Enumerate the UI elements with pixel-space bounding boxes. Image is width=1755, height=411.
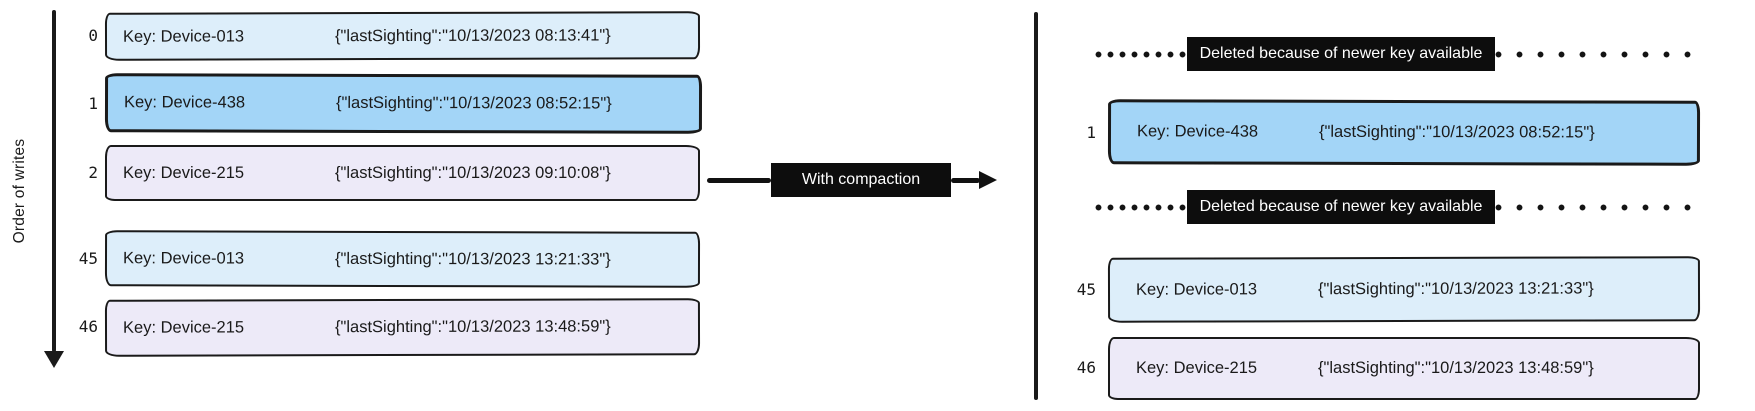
record-value: {"lastSighting":"10/13/2023 09:10:08"} [335,163,611,182]
record-key: Key: Device-013 [122,248,245,268]
record-value: {"lastSighting":"10/13/2023 13:48:59"} [1318,359,1594,377]
record-offset: 45 [78,249,98,268]
record-value: {"lastSighting":"10/13/2023 08:52:15"} [1318,122,1595,142]
log-record: Key: Device-013 {"lastSighting":"10/13/2… [1107,256,1701,323]
record-value: {"lastSighting":"10/13/2023 13:21:33"} [334,249,611,269]
record-key: Key: Device-215 [122,318,245,337]
record-key: Key: Device-438 [123,93,246,112]
log-record: Key: Device-438 {"lastSighting":"10/13/2… [1107,99,1701,166]
deleted-label: Deleted because of newer key available [1187,37,1495,71]
record-offset: 2 [88,163,98,182]
deleted-label: Deleted because of newer key available [1187,190,1495,224]
record-key: Key: Device-013 [122,26,245,46]
record-key: Key: Device-013 [1135,280,1258,299]
deleted-record-row: Deleted because of newer key available [1095,190,1705,224]
order-axis-line [52,10,56,352]
record-value: {"lastSighting":"10/13/2023 08:13:41"} [334,25,611,45]
record-value: {"lastSighting":"10/13/2023 13:21:33"} [1317,279,1594,299]
deleted-record-row: Deleted because of newer key available [1095,37,1705,71]
with-compaction-label: With compaction [771,163,951,197]
record-offset: 46 [78,317,98,336]
log-record: Key: Device-215 {"lastSighting":"10/13/2… [104,298,701,357]
record-key: Key: Device-215 [1136,359,1258,377]
record-offset: 1 [1086,123,1096,142]
log-record: Key: Device-215 {"lastSighting":"10/13/2… [105,145,700,201]
record-key: Key: Device-438 [1136,122,1259,141]
record-offset: 1 [88,94,98,113]
dotted-line [1095,203,1187,211]
compaction-arrowhead-icon [979,171,997,189]
order-axis-arrowhead-icon [44,351,64,368]
record-offset: 46 [1076,358,1096,377]
record-value: {"lastSighting":"10/13/2023 13:48:59"} [334,317,611,337]
order-axis-label: Order of writes [11,138,28,244]
record-key: Key: Device-215 [123,163,245,182]
log-record: Key: Device-013 {"lastSighting":"10/13/2… [104,230,701,288]
compacted-log-axis-line [1034,12,1038,400]
record-value: {"lastSighting":"10/13/2023 08:52:15"} [335,93,612,113]
record-offset: 0 [88,26,98,45]
compaction-arrow-line [951,178,980,183]
dotted-line [1095,50,1187,58]
log-record: Key: Device-438 {"lastSighting":"10/13/2… [104,73,703,134]
log-record: Key: Device-215 {"lastSighting":"10/13/2… [1108,337,1700,400]
dotted-line [1495,203,1705,211]
record-offset: 45 [1076,280,1096,299]
compaction-arrow-line [707,178,771,183]
dotted-line [1495,50,1705,58]
log-record: Key: Device-013 {"lastSighting":"10/13/2… [104,11,701,61]
